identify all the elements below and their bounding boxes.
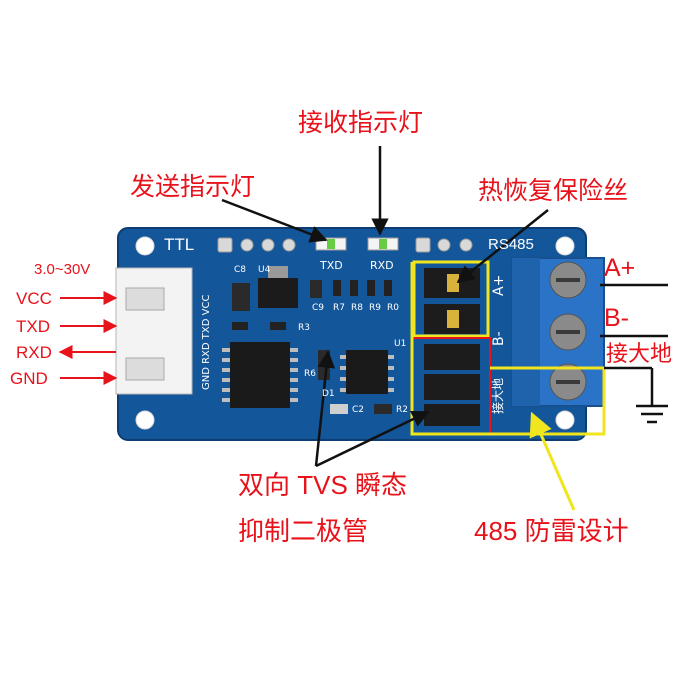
silk-u4: U4 xyxy=(258,265,271,275)
silk-r0: R0 xyxy=(387,303,399,313)
silk-u1: U1 xyxy=(394,339,407,349)
silk-r3: R3 xyxy=(298,323,310,333)
silk-c8: C8 xyxy=(234,265,247,275)
silk-r6: R6 xyxy=(304,369,316,379)
silk-r9: R9 xyxy=(369,303,381,313)
pin-voltage-range: 3.0~30V xyxy=(34,261,91,278)
silk-r8: R8 xyxy=(351,303,363,313)
pin-gnd: GND xyxy=(10,369,48,388)
lightning-highlight-box xyxy=(410,262,606,436)
silk-c9: C9 xyxy=(312,303,325,313)
silk-ttl: TTL xyxy=(164,235,195,254)
silk-connector-pins: GND RXD TXD VCC xyxy=(201,294,212,390)
callout-rx-indicator: 接收指示灯 xyxy=(298,108,424,137)
lightning-arrow xyxy=(529,411,576,511)
silk-led-rxd: RXD xyxy=(370,259,394,272)
silk-led-txd: TXD xyxy=(320,259,343,272)
callout-tx-indicator: 发送指示灯 xyxy=(130,172,256,201)
callout-lines xyxy=(221,146,668,468)
pin-vcc: VCC xyxy=(16,289,52,308)
pin-rxd: RXD xyxy=(16,343,52,362)
silk-r7: R7 xyxy=(333,303,345,313)
pin-arrows xyxy=(58,291,118,385)
ptc-highlight-box xyxy=(412,260,490,338)
callout-ground: 接大地 xyxy=(606,342,673,367)
silk-r2: R2 xyxy=(396,405,408,415)
callout-tvs-line1: 双向 TVS 瞬态 xyxy=(238,470,408,500)
silk-term-a: A+ xyxy=(491,274,507,296)
callout-terminal-b: B- xyxy=(604,304,629,332)
silk-c2: C2 xyxy=(352,405,365,415)
callout-lightning: 485 防雷设计 xyxy=(474,516,629,546)
callout-ptc-fuse: 热恢复保险丝 xyxy=(478,176,629,205)
callout-tvs-line2: 抑制二极管 xyxy=(238,516,369,546)
silk-d1: D1 xyxy=(322,389,335,399)
callout-terminal-a: A+ xyxy=(604,254,636,282)
pin-txd: TXD xyxy=(16,317,50,336)
silk-term-b: B- xyxy=(491,331,507,346)
silk-term-gnd: 接大地 xyxy=(491,377,505,414)
silk-rs485: RS485 xyxy=(488,236,534,253)
